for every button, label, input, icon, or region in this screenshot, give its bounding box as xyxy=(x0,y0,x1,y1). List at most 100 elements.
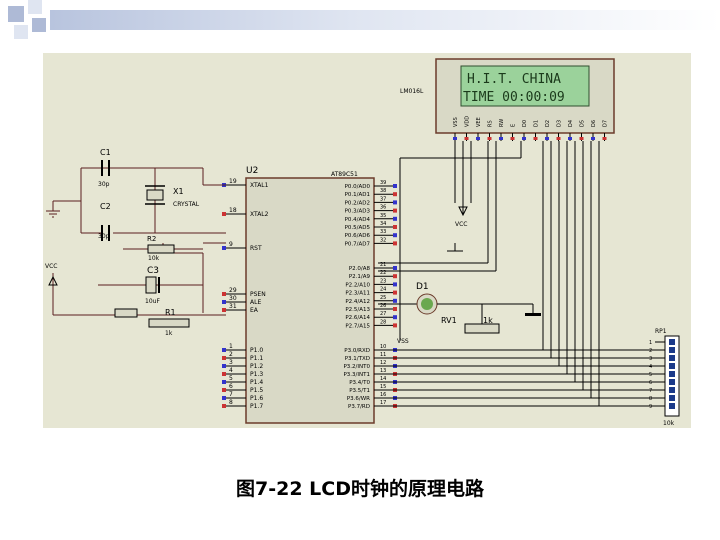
mcu-pin: 6P1.5 xyxy=(222,383,263,394)
mcu-pin-number: 39 xyxy=(380,180,386,186)
c1-value: 30p xyxy=(98,181,110,188)
mcu-pin-name: P0.1/AD1 xyxy=(345,192,370,198)
lcd-pin: D1 xyxy=(533,120,540,141)
mcu-pin-number: 8 xyxy=(229,399,233,406)
mcu-pin-number: 25 xyxy=(380,295,386,301)
lcd-pin: VEE xyxy=(476,117,482,141)
resistor-pack-pin: 8 xyxy=(649,395,675,402)
decor-square xyxy=(14,25,28,39)
lcd-pin: D3 xyxy=(556,120,563,141)
mcu-pin-name: P1.5 xyxy=(250,387,263,394)
mcu-pin-name: P0.2/AD2 xyxy=(345,200,370,206)
mcu-pin-name: P3.3/INT1 xyxy=(343,372,370,378)
mcu-pin-name: P2.2/A10 xyxy=(345,282,370,288)
r1-ref: R1 xyxy=(165,308,176,317)
header-gradient-bar xyxy=(50,10,720,30)
mcu-pin-name: P0.4/AD4 xyxy=(345,217,371,223)
lcd-pin: D6 xyxy=(591,120,597,141)
mcu-pin-name: RST xyxy=(250,245,262,252)
mcu-pin-number: 36 xyxy=(380,205,386,211)
lcd-pin: E xyxy=(510,124,517,141)
mcu-pin-number: 37 xyxy=(380,196,386,202)
mcu-pin-name: P0.3/AD3 xyxy=(345,209,371,215)
rp-value: 10k xyxy=(663,420,675,427)
vcc-label-right: VCC xyxy=(455,221,467,228)
capacitor-c2: C2 30p xyxy=(98,202,111,241)
mcu-pin-number: 34 xyxy=(380,221,386,227)
mcu-pin-number: 4 xyxy=(229,367,233,374)
resistor-pack-pin: 4 xyxy=(649,363,675,370)
resistor-pack-pin-number: 1 xyxy=(649,340,652,346)
c2-ref: C2 xyxy=(100,202,111,211)
mcu-ref: U2 xyxy=(246,166,258,176)
r2-value: 10k xyxy=(148,255,160,262)
c3-ref: C3 xyxy=(147,266,159,276)
mcu-pin-name: P0.0/AD0 xyxy=(345,184,371,190)
lcd-pin: RW xyxy=(499,119,505,141)
mcu-pin-number: 27 xyxy=(380,311,386,317)
mcu-pin-name: XTAL2 xyxy=(250,211,269,218)
mcu-pin-name: P2.1/A9 xyxy=(349,274,371,280)
mcu-pin-name: P3.2/INT0 xyxy=(343,364,370,370)
mcu-pin-name: P1.4 xyxy=(250,379,263,386)
lcd-pin-label: RW xyxy=(499,119,505,127)
mcu-pin-number: 17 xyxy=(380,400,386,406)
lcd-part-label: LM016L xyxy=(400,88,424,95)
mcu-pin-name: P3.7/RD xyxy=(348,404,370,410)
mcu-pin-number: 6 xyxy=(229,383,233,390)
mcu-pin-name: P1.0 xyxy=(250,347,263,354)
led-d1: D1 xyxy=(378,282,438,315)
crystal-x1: X1 CRYSTAL xyxy=(145,185,200,208)
lcd-pin-label: VDD xyxy=(465,116,471,127)
resistor-pack-pin-number: 4 xyxy=(649,364,652,370)
resistor-pack-pin: 9 xyxy=(649,403,675,410)
rv1-ref: RV1 xyxy=(441,316,457,325)
mcu-pin-number: 29 xyxy=(229,287,237,294)
lcd-pin: D5 xyxy=(579,120,586,141)
mcu-pin-number: 31 xyxy=(229,303,237,310)
vcc-label-left: VCC xyxy=(45,263,57,270)
lcd-pin-label: D5 xyxy=(580,120,586,127)
mcu-pin-number: 11 xyxy=(380,352,386,358)
resistor-pack-pin-number: 2 xyxy=(649,348,652,354)
lcd-pin-label: D3 xyxy=(557,120,563,127)
mcu-pin-name: EA xyxy=(250,307,259,314)
mcu-pin-number: 32 xyxy=(380,237,386,243)
decor-square xyxy=(32,18,46,32)
lcd-pin-label: VSS xyxy=(453,117,459,127)
mcu-part: AT89C51 xyxy=(331,171,358,178)
rv1-value: 1k xyxy=(483,316,493,325)
mcu-pin-number: 14 xyxy=(380,376,386,382)
mcu-pin: 4P1.3 xyxy=(222,367,263,378)
lcd-pin: D4 xyxy=(568,120,574,141)
resistor-pack-pin-number: 6 xyxy=(649,380,652,386)
mcu-pin-number: 28 xyxy=(380,319,386,325)
resistor-pack-pin: 1 xyxy=(649,339,675,346)
r1-value: 1k xyxy=(165,330,173,337)
mcu-pin-number: 9 xyxy=(229,241,233,248)
potentiometer-rv1: RV1 1k VSS xyxy=(397,303,541,345)
mcu-pin-name: XTAL1 xyxy=(250,182,269,189)
capacitor-c3: C3 10uF xyxy=(98,266,203,305)
resistor-pack-pin: 6 xyxy=(649,379,675,386)
mcu-pin-number: 22 xyxy=(380,270,386,276)
lcd-pin-label: D6 xyxy=(591,120,597,127)
mcu-pin-name: PSEN xyxy=(250,291,266,298)
mcu-pin-number: 16 xyxy=(380,392,386,398)
resistor-pack-pin-number: 7 xyxy=(649,388,652,394)
mcu-pin-name: P0.5/AD5 xyxy=(345,225,371,231)
mcu-pin-number: 2 xyxy=(229,351,233,358)
c1-ref: C1 xyxy=(100,148,111,157)
lcd-pin-label: VEE xyxy=(476,117,482,127)
mcu-pin-name: P3.0/RXD xyxy=(344,348,370,354)
